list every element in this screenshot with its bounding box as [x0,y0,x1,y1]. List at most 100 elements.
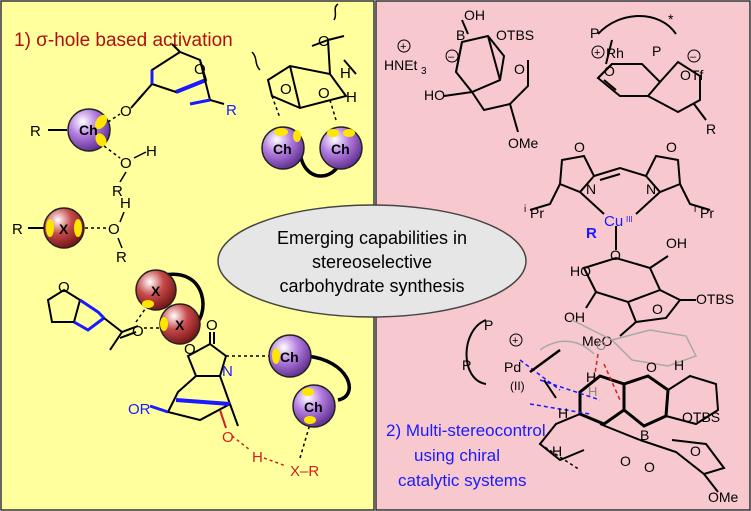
oxazolidinone-n: N [222,363,233,380]
borinate-sugar-structure [443,19,529,133]
macrocycle-ome: OMe [708,489,739,505]
x1-oxygen: O [108,221,120,238]
cage-oxygen-top: O [318,33,330,50]
rh-plus-sign: + [594,47,600,59]
box-n-right: N [646,181,656,197]
right-panel-title-line2: using chiral [414,446,500,465]
ketone-ring-oxygen: O [194,61,206,78]
macrocycle-h-2: H [586,369,596,385]
borinate-ho: HO [424,87,445,103]
rh-ring-o: O [604,63,615,79]
borinate-minus-sign: – [448,51,455,63]
rh-p-right: P [652,43,661,59]
rh-plus-icon [591,45,605,59]
box-ipr-left-i: i [524,204,526,215]
center-text-line2: stereoselective [312,252,432,272]
glucoside-o-cu: O [610,247,621,263]
oxazolidinone-carbonyl-o: O [206,317,218,334]
center-ellipse [217,204,527,318]
borinate-minus-icon [445,49,459,63]
rh-r-group: R [706,121,716,137]
cu-r-group: R [586,225,597,242]
x1-r-group: R [12,221,23,238]
ketone-oxygen: O [120,103,132,120]
glucoside-structure [582,255,696,337]
box-n-left: N [586,181,596,197]
glucoside-ho-left: HO [570,263,591,279]
sugar-or-group: OR [128,401,151,418]
hnet3-subscript: 3 [421,66,427,77]
cage-oxygen-1: O [280,81,292,98]
otf-minus-sign: – [690,51,697,63]
x-sphere-1 [43,207,85,249]
pd-label: Pd [504,359,521,375]
palladium-borinate-structure [465,319,726,493]
center-text-line3: carbohydrate synthesis [279,276,464,296]
right-panel-title-line1: 2) Multi-stereocontrol [386,421,546,440]
ch1-water-r: R [112,183,123,200]
rh-p-left: P [590,25,599,41]
macrocycle-o-1: O [620,453,631,469]
cu-oxidation: III [626,215,633,224]
macrocycle-h-1: H [674,357,684,373]
cage-h-2: H [346,89,357,106]
box-o-right: O [666,139,677,155]
pd-p-top: P [484,317,493,333]
x-sphere-3 [159,303,201,345]
x-sphere-1-label: X [59,221,69,237]
pd-plus-sign: + [512,335,518,347]
x-sphere-3-label: X [175,317,185,333]
borinate-b: B [456,27,465,43]
ch1-water-oxygen: O [120,155,132,172]
ch-sphere-2-label: Ch [273,141,292,157]
copper-box-structure [529,154,711,250]
cage-h: H [340,65,351,82]
hydroxyl-h: H [252,449,263,466]
box-ipr-right-i: i [694,204,696,215]
x1-h: H [120,195,131,212]
grey-ether-o: O [596,338,606,353]
ch-sphere-5 [292,384,336,428]
ketone-oxygen-2: O [132,323,144,340]
borinate-otbs: OTBS [496,27,534,43]
macrocycle-o-2: O [644,459,655,475]
glucoside-oh-left: OH [564,309,585,325]
left-panel-title: 1) σ-hole based activation [14,30,233,51]
ch-sphere-4-label: Ch [280,349,299,365]
ammonium-plus-icon [397,39,411,53]
pd-oxidation: (II) [510,379,525,393]
ch-sphere-4 [268,334,312,378]
ch-sphere-3-label: Ch [331,141,350,157]
ketone-bicycle-structure [130,43,225,109]
ch-sphere-2 [261,126,305,170]
hnet3-label: HNEt [384,57,418,73]
macrocycle-h-4: H [552,443,562,459]
ch-sphere-1 [67,108,111,152]
ch-sphere-5-label: Ch [304,399,323,415]
box-o-left: O [574,139,585,155]
epoxide-oxygen: O [58,279,70,296]
oxazolidinone-sugar-structure [149,332,351,467]
box-ipr-right: Pr [700,205,714,221]
rh-label: Rh [606,45,624,61]
right-panel-title-line3: catalytic systems [398,471,526,490]
ketone-r-group: R [226,102,237,119]
macrocycle-o-3: O [690,443,701,459]
macrocycle-b: B [640,427,649,443]
borinate-ring-o: O [514,61,525,77]
cage-oxygen-2: O [318,85,330,102]
rh-star: * [668,11,674,27]
rhodium-complex-structure [596,15,707,121]
glucoside-ring-o: O [652,301,663,317]
x-sphere-2 [135,269,177,311]
borinate-ome: OMe [508,135,539,151]
x-sphere-2-label: X [151,283,161,299]
hydroxyl-oxygen: O [222,429,234,446]
otf-minus-icon [687,49,701,63]
ch-sphere-3 [319,126,363,170]
macrocycle-o-top: O [646,359,657,375]
glucoside-oh-top: OH [666,235,687,251]
borinate-oh: OH [464,7,485,23]
macrocycle-otbs: OTBS [682,409,720,425]
